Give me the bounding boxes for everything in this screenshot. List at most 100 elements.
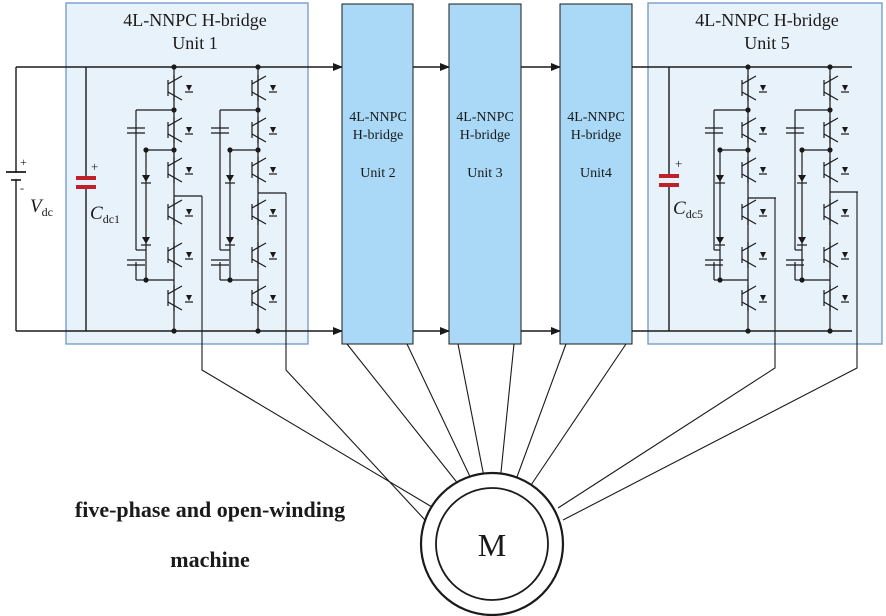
clamp-diode-icon bbox=[716, 237, 724, 244]
clamp-diode-icon bbox=[226, 237, 234, 244]
clamp-diode-icon bbox=[798, 237, 806, 244]
diode-icon bbox=[270, 85, 276, 91]
diode-icon bbox=[270, 167, 276, 173]
clamp-diode-icon bbox=[798, 175, 806, 182]
unit1-title-line1: 4L-NNPC H-bridge bbox=[123, 10, 266, 30]
diode-icon bbox=[760, 167, 766, 173]
junction-dot bbox=[227, 147, 233, 153]
junction-dot bbox=[171, 328, 177, 334]
dc-source bbox=[6, 171, 26, 181]
igbt-collector bbox=[823, 75, 839, 85]
junction-dot bbox=[745, 64, 751, 70]
diode-icon bbox=[186, 295, 192, 301]
igbt-collector bbox=[823, 285, 839, 295]
igbt-emitter bbox=[823, 215, 839, 225]
unit3-line2: H-bridge bbox=[460, 128, 511, 143]
diode-icon bbox=[842, 85, 848, 91]
unit2-line1: 4L-NNPC bbox=[349, 110, 407, 125]
junction-dot bbox=[171, 147, 177, 153]
igbt-emitter bbox=[167, 91, 183, 101]
unit4-line1: 4L-NNPC bbox=[567, 110, 625, 125]
unit1-title-line2: Unit 1 bbox=[172, 33, 218, 53]
igbt-emitter bbox=[251, 91, 267, 101]
diode-icon bbox=[270, 295, 276, 301]
igbt-emitter bbox=[167, 215, 183, 225]
junction-dot bbox=[827, 107, 833, 113]
unit5-title-line1: 4L-NNPC H-bridge bbox=[695, 10, 838, 30]
igbt-collector bbox=[167, 285, 183, 295]
unit2-block bbox=[341, 3, 414, 345]
diode-icon bbox=[270, 252, 276, 258]
igbt-collector bbox=[741, 242, 757, 252]
machine-caption-line2: machine bbox=[170, 547, 250, 572]
igbt-emitter bbox=[167, 133, 183, 143]
clamp-diode-icon bbox=[142, 175, 150, 182]
igbt-emitter bbox=[741, 91, 757, 101]
igbt-collector bbox=[167, 75, 183, 85]
diode-icon bbox=[760, 252, 766, 258]
junction-dot bbox=[799, 147, 805, 153]
diode-icon bbox=[186, 252, 192, 258]
unit3-line3: Unit 3 bbox=[467, 166, 502, 181]
unit1-capacitor bbox=[76, 67, 96, 331]
unit2-line3: Unit 2 bbox=[360, 166, 395, 181]
igbt-collector bbox=[251, 242, 267, 252]
diode-icon bbox=[186, 85, 192, 91]
machine-caption-line1: five-phase and open-winding bbox=[75, 497, 345, 522]
unit4-block bbox=[559, 3, 633, 345]
cap5-sub: dc5 bbox=[686, 207, 703, 221]
igbt-emitter bbox=[823, 173, 839, 183]
diode-icon bbox=[270, 209, 276, 215]
cap5-plus: + bbox=[675, 156, 682, 171]
unit3-line1: 4L-NNPC bbox=[456, 110, 514, 125]
igbt-emitter bbox=[167, 301, 183, 311]
diode-icon bbox=[760, 209, 766, 215]
source-plus: + bbox=[20, 155, 27, 169]
igbt-emitter bbox=[823, 301, 839, 311]
junction-dot bbox=[171, 64, 177, 70]
igbt-collector bbox=[251, 117, 267, 127]
unit2-line2: H-bridge bbox=[353, 128, 404, 143]
igbt-emitter bbox=[741, 133, 757, 143]
cap1-plus: + bbox=[91, 159, 98, 174]
diode-icon bbox=[270, 127, 276, 133]
cap1-label: Cdc1 bbox=[90, 203, 120, 226]
igbt-collector bbox=[251, 285, 267, 295]
clamp-diode-icon bbox=[716, 175, 724, 182]
igbt-emitter bbox=[823, 91, 839, 101]
source-sub: dc bbox=[42, 205, 53, 219]
igbt-emitter bbox=[823, 258, 839, 268]
junction-dot bbox=[827, 328, 833, 334]
junction-dot bbox=[255, 64, 261, 70]
igbt-collector bbox=[741, 157, 757, 167]
igbt-collector bbox=[823, 157, 839, 167]
diode-icon bbox=[760, 295, 766, 301]
igbt-collector bbox=[251, 75, 267, 85]
igbt-collector bbox=[741, 199, 757, 209]
junction-dot bbox=[827, 64, 833, 70]
igbt-collector bbox=[741, 75, 757, 85]
diode-icon bbox=[842, 209, 848, 215]
machine-label: M bbox=[478, 527, 506, 563]
igbt-emitter bbox=[823, 133, 839, 143]
diode-icon bbox=[760, 127, 766, 133]
igbt-emitter bbox=[251, 215, 267, 225]
igbt-collector bbox=[823, 242, 839, 252]
igbt-collector bbox=[167, 117, 183, 127]
junction-dot bbox=[171, 107, 177, 113]
igbt-emitter bbox=[741, 173, 757, 183]
junction-dot bbox=[143, 147, 149, 153]
source-minus: - bbox=[20, 181, 24, 195]
igbt-collector bbox=[741, 117, 757, 127]
igbt-collector bbox=[167, 199, 183, 209]
unit4-line2: H-bridge bbox=[571, 128, 622, 143]
unit5-title-line2: Unit 5 bbox=[744, 33, 790, 53]
source-label: Vdc bbox=[30, 196, 53, 219]
clamp-diode-icon bbox=[226, 175, 234, 182]
junction-dot bbox=[255, 328, 261, 334]
junction-dot bbox=[255, 147, 261, 153]
igbt-emitter bbox=[167, 173, 183, 183]
igbt-collector bbox=[251, 157, 267, 167]
diode-icon bbox=[186, 167, 192, 173]
